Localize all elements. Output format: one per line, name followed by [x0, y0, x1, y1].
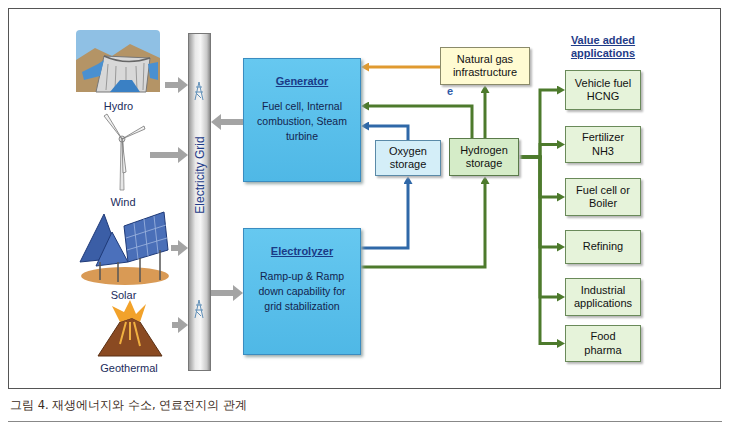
- storage-box: Hydrogen storage: [449, 138, 519, 176]
- box-label: Food pharma: [571, 330, 635, 356]
- application-box: Refining: [565, 230, 641, 264]
- flow-arrow: [361, 184, 485, 267]
- box-label: Fertilizer NH3: [571, 131, 635, 157]
- stray-letter: e: [447, 85, 459, 97]
- geothermal-volcano-picture: [98, 300, 162, 356]
- flow-arrow: [361, 184, 408, 248]
- application-box: Industrial applications: [565, 278, 641, 316]
- group-heading: Value added applications: [560, 34, 646, 59]
- storage-box: Oxygen storage: [375, 140, 441, 176]
- flow-arrow: [369, 106, 472, 138]
- flow-arrow: [150, 152, 178, 158]
- grid-label: Electricity Grid: [193, 136, 207, 213]
- flow-arrow: [171, 245, 178, 251]
- flow-arrow: [369, 66, 440, 69]
- caption: 그림 4. 재생에너지와 수소, 연료전지의 관계: [10, 398, 247, 413]
- box-label: Oxygen storage: [381, 145, 435, 171]
- flow-arrow: [519, 157, 557, 297]
- process-box: GeneratorFuel cell, Internal combustion,…: [243, 58, 361, 182]
- caption-rule: [8, 421, 722, 422]
- source-label: Geothermal: [76, 362, 182, 374]
- flow-arrow: [519, 157, 557, 344]
- flow-arrow: [221, 119, 243, 125]
- box-label: Fuel cell or Boiler: [571, 184, 635, 210]
- application-box: Food pharma: [565, 325, 641, 362]
- box-label: Refining: [583, 240, 623, 253]
- flow-arrow: [165, 82, 178, 88]
- flow-arrow: [519, 145, 557, 158]
- flow-arrow: [484, 93, 487, 138]
- application-box: Vehicle fuel HCNG: [565, 70, 641, 110]
- source-label: Wind: [86, 196, 160, 208]
- flow-arrow: [172, 322, 178, 328]
- box-label: Natural gas infrastructure: [446, 53, 524, 79]
- hydro-source: Hydro: [72, 28, 165, 112]
- grid-band: Electricity Grid: [188, 33, 211, 371]
- process-box: ElectrolyzerRamp-up & Ramp down capabili…: [243, 228, 361, 355]
- box-body: Fuel cell, Internal combustion, Steam tu…: [249, 99, 355, 145]
- wind-turbine-picture: [104, 114, 145, 190]
- box-body: Ramp-up & Ramp down capability for grid …: [249, 269, 355, 315]
- application-box: Fertilizer NH3: [565, 126, 641, 163]
- box-label: Industrial applications: [571, 284, 635, 310]
- storage-box: Natural gas infrastructure: [440, 47, 530, 85]
- box-label: Hydrogen storage: [455, 144, 513, 170]
- flow-arrow: [211, 290, 233, 296]
- flow-arrow: [519, 157, 557, 247]
- application-box: Fuel cell or Boiler: [565, 178, 641, 216]
- geothermal-source: Geothermal: [86, 300, 172, 374]
- solar-panel-picture: [80, 212, 169, 285]
- hydro-dam-picture: [76, 30, 160, 92]
- flow-arrow: [519, 90, 557, 157]
- flow-arrow: [369, 126, 408, 140]
- box-heading: Generator: [249, 75, 355, 87]
- wind-source: Wind: [96, 112, 150, 208]
- flow-arrow: [519, 157, 557, 197]
- box-heading: Electrolyzer: [249, 245, 355, 257]
- box-label: Vehicle fuel HCNG: [571, 77, 635, 103]
- source-label: Solar: [66, 289, 181, 301]
- source-label: Hydro: [62, 100, 175, 112]
- solar-source: Solar: [76, 208, 171, 301]
